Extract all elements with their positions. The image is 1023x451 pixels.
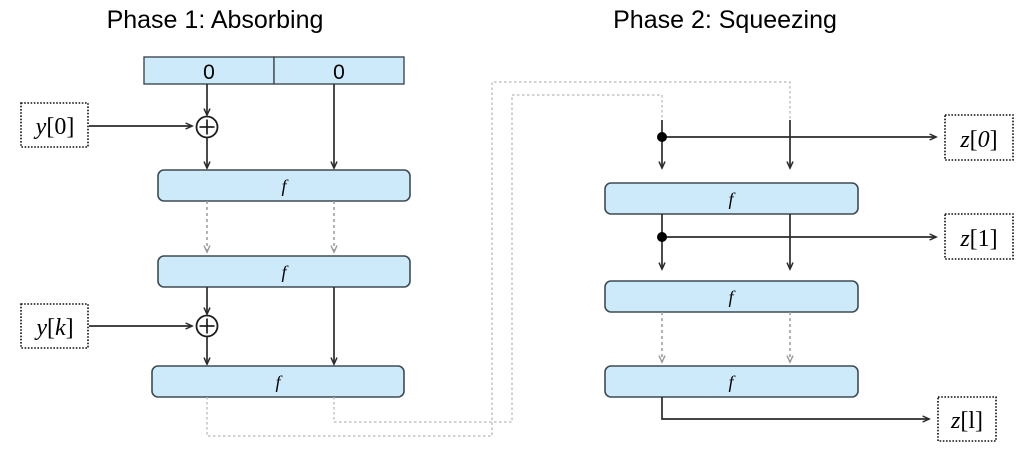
initial-state-bar: 0 0 <box>143 56 405 85</box>
absorb-permutation-1: f <box>157 169 411 202</box>
input-box-y0 <box>20 102 89 148</box>
output-arrow-zl <box>661 397 929 419</box>
output-box-z0 <box>944 114 1014 161</box>
output-label-z1: z[1] <box>959 226 997 252</box>
output-box-zl <box>937 396 997 442</box>
f-label-absorb-1: f <box>281 176 289 196</box>
squeeze-permutation-2: f <box>604 280 859 313</box>
squeeze-permutation-1: f <box>604 182 859 215</box>
output-tap-0-dot <box>657 132 667 142</box>
f-box-absorb-2 <box>157 255 411 288</box>
f-label-squeeze-1: f <box>728 189 736 209</box>
initial-state-rate-value: 0 <box>203 61 215 84</box>
input-label-y0: y[0] <box>34 114 75 140</box>
output-label-z0: z[0] <box>959 127 997 153</box>
squeeze-output-0: z[0] <box>657 114 1014 161</box>
f-label-squeeze-3: f <box>728 372 736 392</box>
output-tap-1-dot <box>657 232 667 242</box>
absorb-input-k: y[k] <box>20 303 192 349</box>
output-box-z1 <box>944 213 1014 260</box>
xor-operator-1 <box>195 314 219 338</box>
initial-state-capacity-value: 0 <box>333 61 345 84</box>
f-label-absorb-3: f <box>275 372 283 392</box>
absorb-permutation-3: f <box>151 365 405 398</box>
f-label-absorb-2: f <box>281 262 289 282</box>
f-box-squeeze-1 <box>604 182 859 215</box>
absorb-input-0: y[0] <box>20 102 192 148</box>
f-label-squeeze-2: f <box>728 287 736 307</box>
output-label-zl: z[l] <box>950 408 983 434</box>
f-box-absorb-3 <box>151 365 405 398</box>
input-label-yk: y[k] <box>34 315 73 341</box>
feedback-route-outer <box>206 81 791 437</box>
squeeze-output-l: z[l] <box>661 396 997 442</box>
f-box-squeeze-2 <box>604 280 859 313</box>
initial-state-rate-cell <box>143 56 275 85</box>
squeeze-permutation-3: f <box>604 365 859 398</box>
initial-state-capacity-cell <box>273 56 405 85</box>
phase2-title: Phase 2: Squeezing <box>613 6 837 34</box>
absorb-permutation-2: f <box>157 255 411 288</box>
phase1-title: Phase 1: Absorbing <box>107 6 324 34</box>
xor-operator-0 <box>195 115 219 139</box>
squeeze-output-1: z[1] <box>657 213 1014 260</box>
input-box-yk <box>20 303 89 349</box>
f-box-absorb-1 <box>157 169 411 202</box>
feedback-route-inner <box>333 94 663 423</box>
f-box-squeeze-3 <box>604 365 859 398</box>
